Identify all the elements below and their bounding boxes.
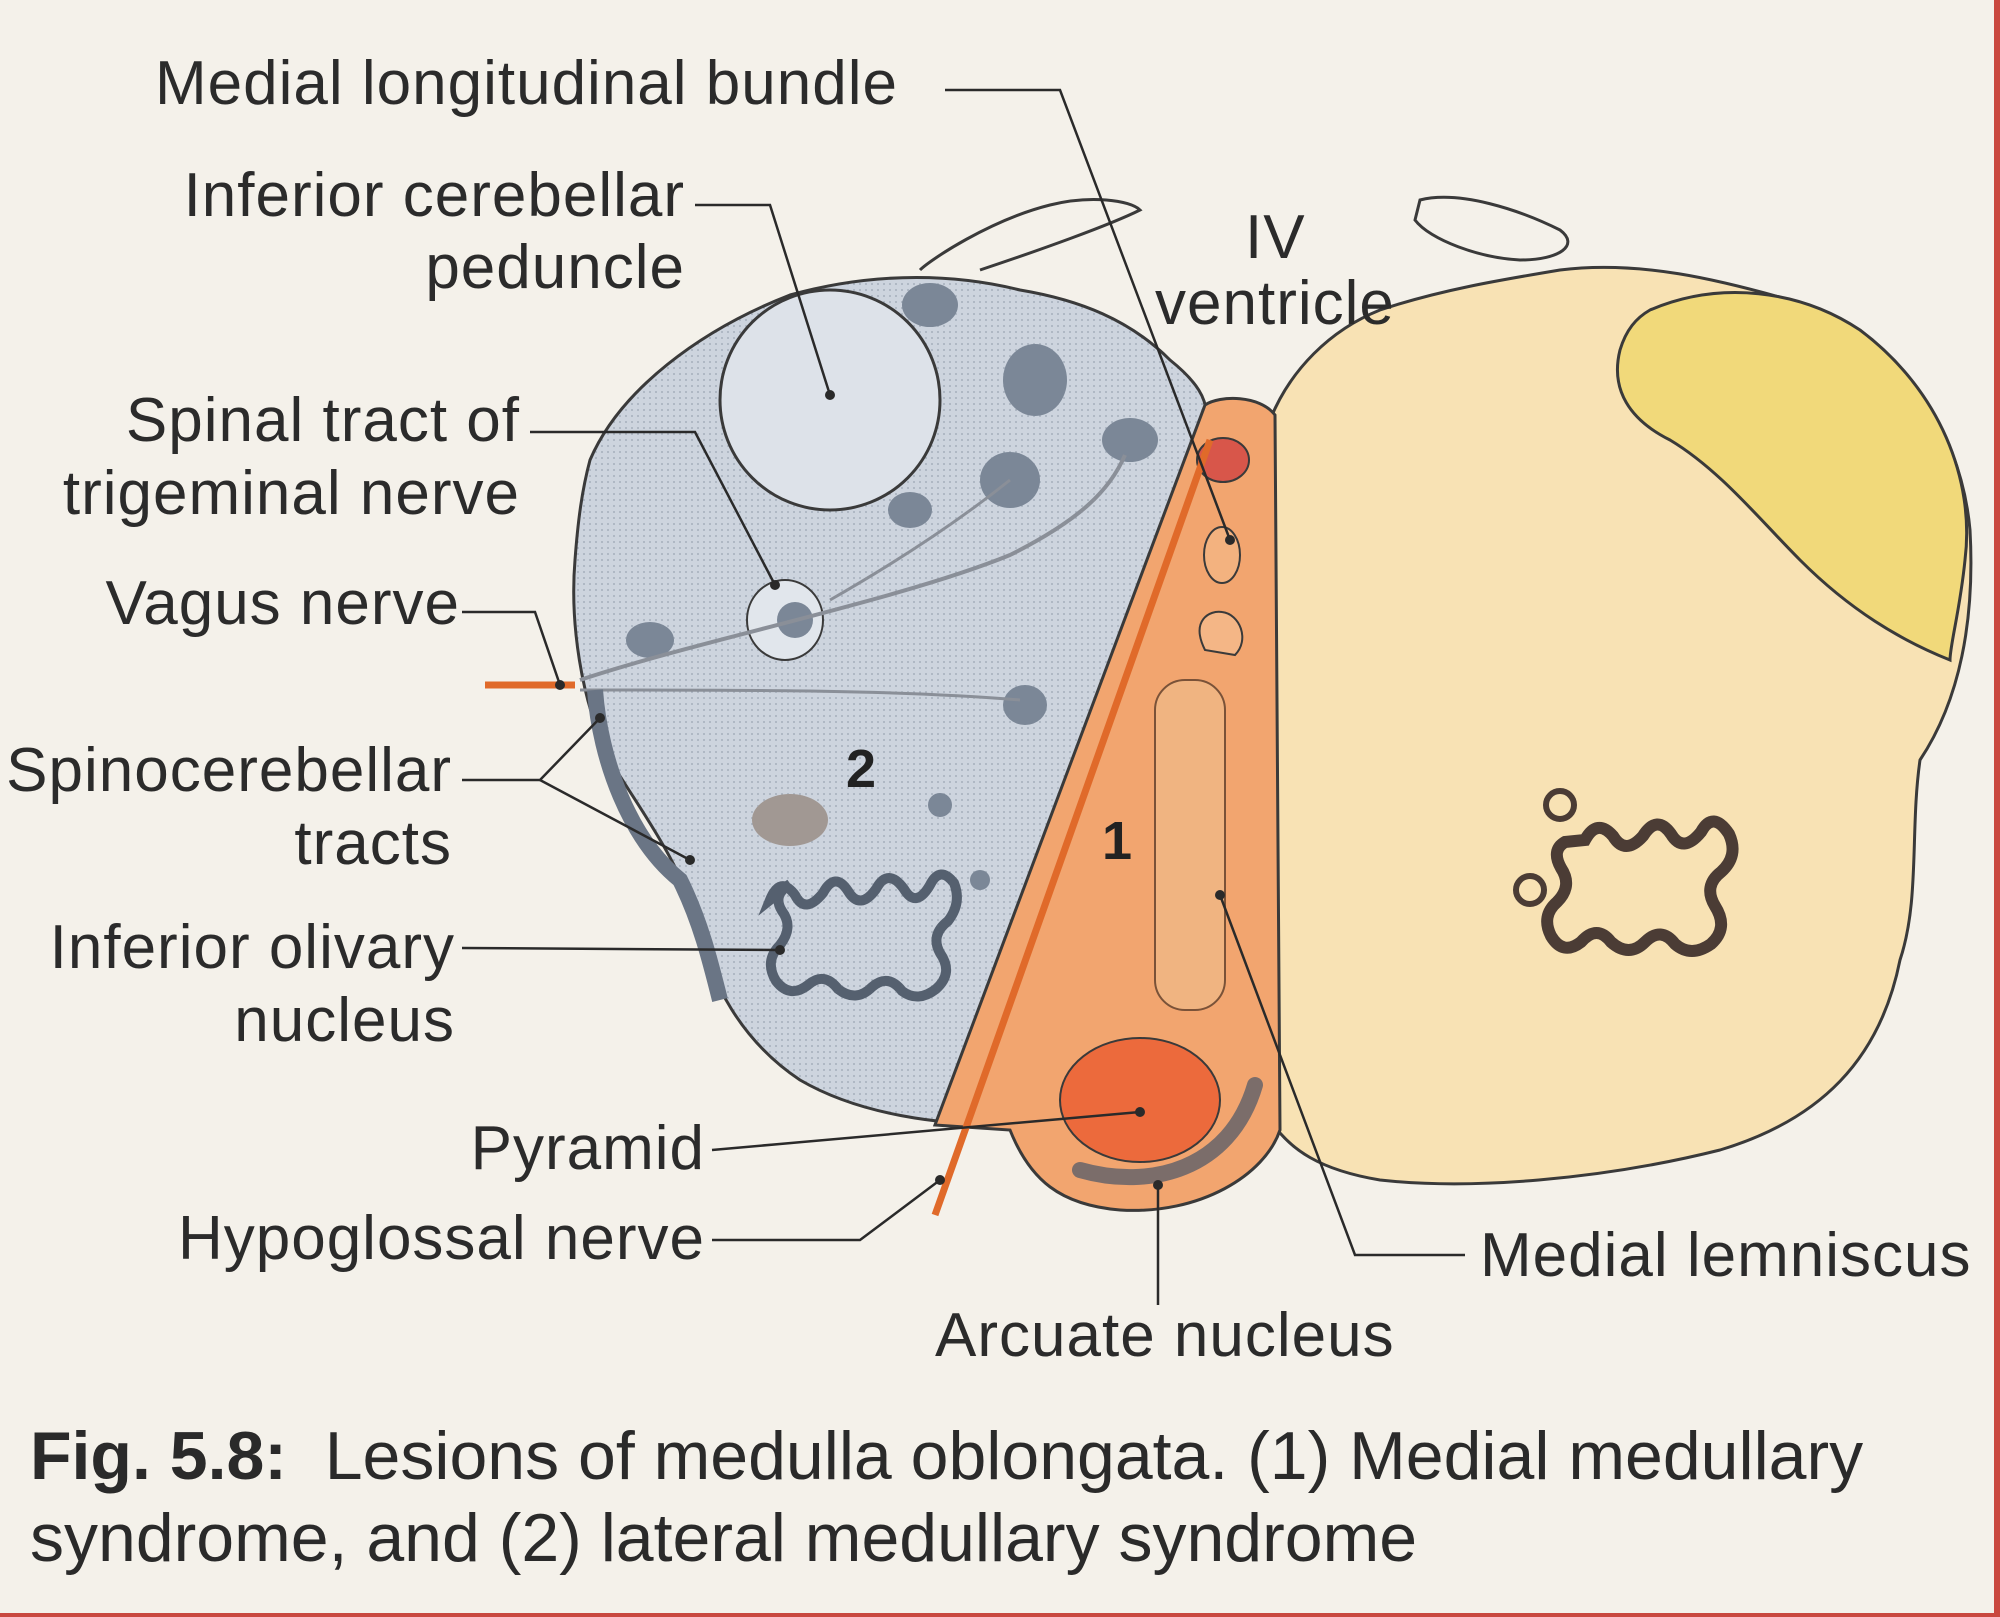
- vagus-fibers-2: [579, 688, 1021, 702]
- page-border-right: [1994, 0, 2000, 1617]
- midline-triangle: [1198, 610, 1244, 657]
- dot-sc2: [685, 855, 695, 865]
- dot-sc1: [595, 713, 605, 723]
- dot-d: [1513, 873, 1547, 907]
- inferior-olive-left: [758, 869, 962, 1002]
- figure-caption: Fig. 5.8: Lesions of medulla oblongata. …: [30, 1415, 1970, 1579]
- label-inferior-cerebellar: Inferior cerebellar: [183, 161, 685, 230]
- zone-number-medial: 1: [1102, 811, 1133, 871]
- caption-text-2: syndrome, and (2) lateral medullary synd…: [30, 1500, 1418, 1576]
- leader-ion: [461, 946, 781, 952]
- leader-sc2: [539, 778, 691, 862]
- label-ventricle: ventricle: [1155, 269, 1395, 338]
- nucleus-c: [1102, 418, 1158, 462]
- label-spinal-tract-of: Spinal tract of: [125, 386, 520, 455]
- dot-hypo: [935, 1175, 945, 1185]
- label-medial-longitudinal-bundle: Medial longitudinal bundle: [155, 49, 898, 118]
- label-medial-lemniscus: Medial lemniscus: [1480, 1221, 1972, 1290]
- dot-b: [970, 870, 990, 890]
- right-icp: [1615, 291, 1969, 663]
- leader-icp: [695, 203, 832, 396]
- arcuate-shape: [1072, 1077, 1263, 1186]
- leader-ml: [1218, 894, 1465, 1257]
- leader-pyramid: [711, 1110, 1141, 1152]
- fourth-ventricle-right: [1413, 195, 1570, 262]
- leader-vagus: [462, 610, 562, 686]
- label-hypoglossal-nerve: Hypoglossal nerve: [177, 1204, 705, 1273]
- spinocerebellar-band: [587, 689, 728, 1002]
- nucleus-g: [1003, 685, 1047, 725]
- caption-line-1: Fig. 5.8: Lesions of medulla oblongata. …: [30, 1415, 1970, 1497]
- label-peduncle: peduncle: [425, 233, 685, 302]
- inferior-olive-right: [1541, 815, 1739, 957]
- dot-arcuate: [1153, 1180, 1163, 1190]
- nucleus-e: [888, 492, 932, 528]
- vagus-fibers-3: [829, 478, 1011, 602]
- label-inferior-olivary: Inferior olivary: [49, 913, 455, 982]
- label-tracts: tracts: [294, 809, 452, 878]
- caption-text-1: Lesions of medulla oblongata. (1) Medial…: [324, 1418, 1864, 1494]
- label-iv: IV: [1245, 203, 1306, 272]
- label-spinocerebellar: Spinocerebellar: [6, 736, 452, 805]
- dot-c: [1543, 788, 1577, 822]
- nucleus-a: [902, 283, 958, 327]
- medial-lemniscus-shape: [1154, 679, 1226, 1011]
- nucleus-h: [752, 794, 828, 846]
- dot-a: [928, 793, 952, 817]
- dot-ion: [775, 945, 785, 955]
- dot-icp: [825, 390, 835, 400]
- dot-pyramid: [1135, 1107, 1145, 1117]
- nucleus-f: [626, 622, 674, 658]
- label-vagus-nerve: Vagus nerve: [105, 569, 460, 638]
- page-border-bottom: [0, 1613, 2000, 1617]
- label-nucleus: nucleus: [234, 986, 455, 1055]
- label-trigeminal-nerve: trigeminal nerve: [62, 459, 520, 528]
- midline-nucleus: [1203, 526, 1241, 584]
- figure-number: Fig. 5.8:: [30, 1418, 287, 1494]
- dot-vagus: [555, 680, 565, 690]
- nucleus-b: [1003, 344, 1067, 416]
- leader-sc1: [462, 717, 601, 782]
- leader-stn: [530, 430, 777, 586]
- zone-number-lateral: 2: [846, 739, 877, 799]
- leader-lines: [461, 88, 1465, 1305]
- leader-mlb: [945, 88, 1232, 541]
- label-pyramid: Pyramid: [470, 1114, 705, 1183]
- hypoglossal-nerve-line: [931, 438, 1214, 1217]
- dot-mlb: [1225, 535, 1235, 545]
- label-arcuate-nucleus: Arcuate nucleus: [935, 1301, 1395, 1370]
- vagus-fibers: [579, 454, 1127, 682]
- dot-stn: [770, 580, 780, 590]
- dot-ml: [1215, 890, 1225, 900]
- fourth-ventricle-line: [918, 198, 1143, 272]
- pyramid-shape: [1059, 1037, 1221, 1163]
- leader-hypo: [712, 1179, 941, 1242]
